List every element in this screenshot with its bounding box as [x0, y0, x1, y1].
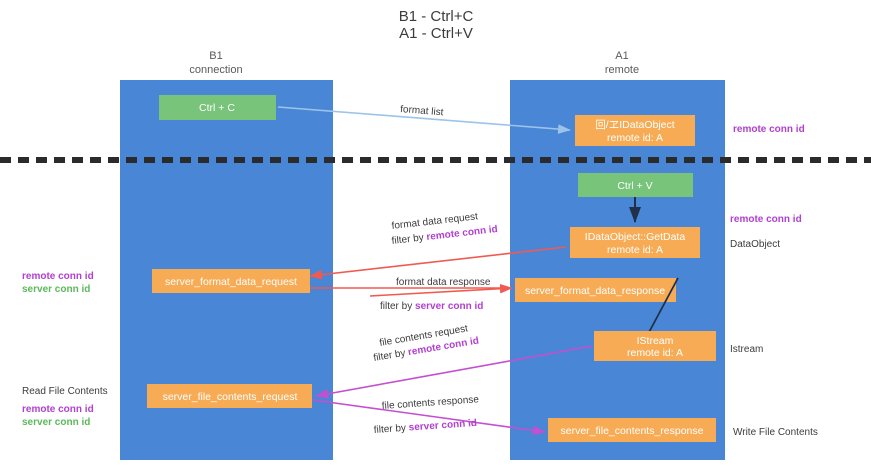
node-idataobject-line2: remote id: A: [607, 132, 663, 144]
edge-format-data-response: [369, 283, 513, 297]
annotation-remote-conn-id-top: remote conn id: [733, 124, 805, 135]
edge-response-to-istream: [646, 277, 679, 337]
node-server-format-data-request-label: server_format_data_request: [165, 276, 297, 288]
column-header-a1-name: A1: [615, 50, 628, 62]
filter-prefix: filter by: [380, 301, 415, 312]
edge-format-list: [277, 106, 571, 134]
node-ctrl-c-label: Ctrl + C: [199, 102, 235, 114]
filter-value: server conn id: [415, 301, 483, 312]
node-server-format-data-request[interactable]: server_format_data_request: [152, 269, 310, 293]
edge-label-format-list: format list: [400, 104, 444, 118]
annotation-read-file-contents: Read File Contents: [22, 386, 108, 397]
annotation-remote-conn-id-mid: remote conn id: [730, 214, 802, 225]
node-getdata[interactable]: IDataObject::GetData remote id: A: [570, 227, 700, 258]
node-istream-line2: remote id: A: [627, 347, 683, 359]
node-server-file-contents-request-label: server_file_contents_request: [163, 391, 298, 403]
node-istream[interactable]: IStream remote id: A: [594, 331, 716, 361]
annotation-left-server-conn-id-mid: server conn id: [22, 284, 90, 295]
node-server-format-data-response-label: server_format_data_response: [525, 285, 665, 297]
filter-prefix: filter by: [373, 423, 409, 436]
column-header-b1-role: connection: [189, 64, 242, 76]
node-istream-line1: IStream: [637, 335, 674, 347]
node-server-format-data-response[interactable]: server_format_data_response: [515, 278, 676, 302]
filter-prefix: filter by: [391, 232, 427, 247]
node-getdata-line2: remote id: A: [607, 244, 663, 256]
annotation-left-remote-conn-id-bot: remote conn id: [22, 404, 94, 415]
annotation-left-remote-conn-id-mid: remote conn id: [22, 271, 94, 282]
node-server-file-contents-response-label: server_file_contents_response: [560, 425, 703, 437]
edge-format-data-request: [309, 246, 567, 280]
annotation-write-file-contents: Write File Contents: [733, 427, 818, 438]
node-ctrl-v[interactable]: Ctrl + V: [578, 173, 693, 197]
annotation-istream: Istream: [730, 344, 763, 355]
column-header-b1-name: B1: [209, 50, 222, 62]
annotation-dataobject: DataObject: [730, 239, 780, 250]
page-title-line2: A1 - Ctrl+V: [399, 25, 473, 42]
node-idataobject[interactable]: 回/ヱIDataObject remote id: A: [575, 115, 695, 146]
edge-filter-format-data-response: filter by server conn id: [380, 301, 483, 312]
edge-filter-file-contents-response: filter by server conn id: [373, 418, 477, 436]
edge-label-file-contents-response: file contents response: [381, 394, 479, 412]
node-idataobject-line1: 回/ヱIDataObject: [595, 119, 674, 131]
node-getdata-line1: IDataObject::GetData: [585, 231, 686, 243]
edge-file-contents-response: [312, 399, 546, 436]
annotation-left-server-conn-id-bot: server conn id: [22, 417, 90, 428]
node-ctrl-v-label: Ctrl + V: [617, 180, 652, 192]
page-title-line1: B1 - Ctrl+C: [399, 8, 474, 25]
edge-file-contents-request: [315, 345, 593, 399]
edge-label-format-data-response: format data response: [396, 277, 491, 288]
column-header-a1-role: remote: [605, 64, 639, 76]
node-server-file-contents-response[interactable]: server_file_contents_response: [548, 418, 716, 442]
node-server-file-contents-request[interactable]: server_file_contents_request: [147, 384, 312, 408]
node-ctrl-c[interactable]: Ctrl + C: [159, 95, 276, 120]
filter-prefix: filter by: [373, 347, 409, 364]
filter-value: server conn id: [408, 418, 477, 434]
